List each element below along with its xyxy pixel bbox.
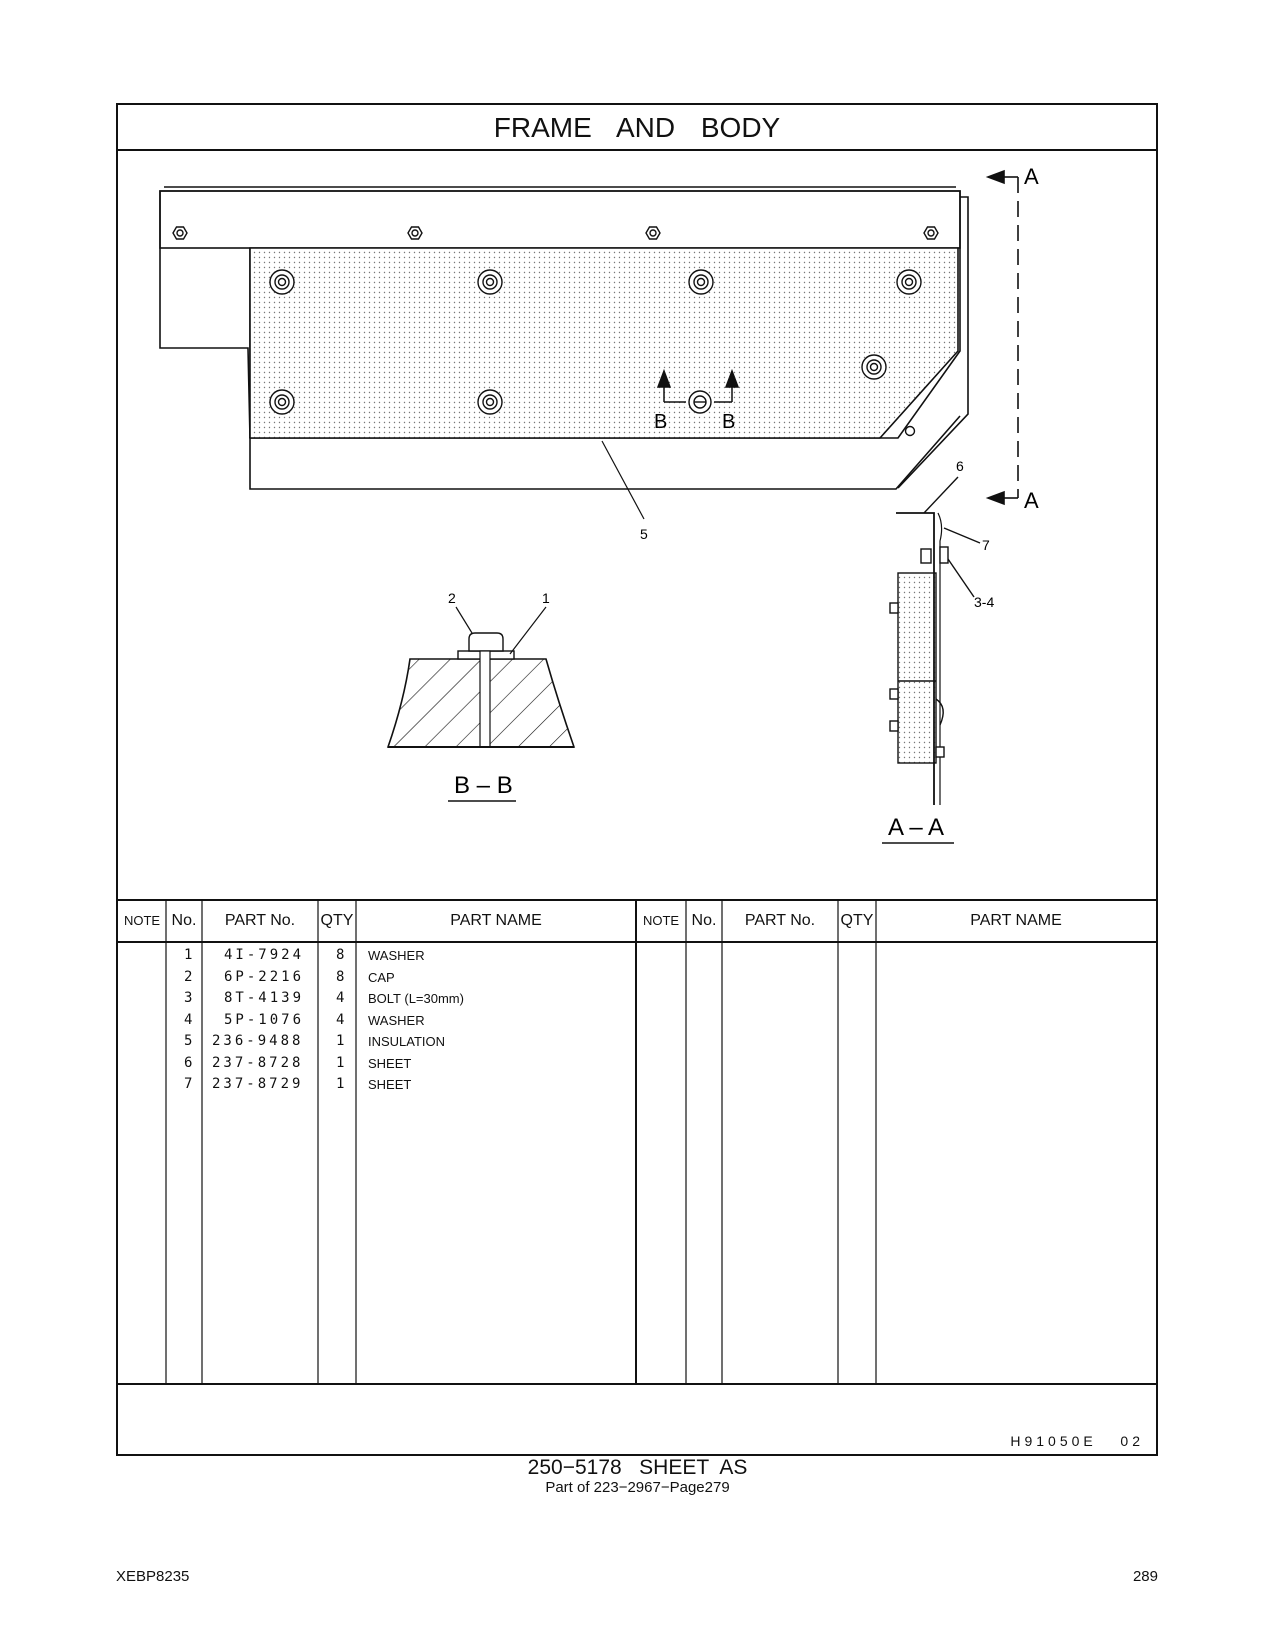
row-no: 4 <box>184 1011 196 1028</box>
row-qty: 8 <box>336 947 348 963</box>
row-no: 6 <box>184 1054 196 1071</box>
callout-6: 6 <box>956 458 964 474</box>
table-row: 4 5P-1076 4 WASHER <box>118 1010 1156 1032</box>
callout-2: 2 <box>448 590 456 606</box>
callout-5: 5 <box>640 526 648 542</box>
row-qty: 1 <box>336 1076 348 1092</box>
header-part-no-right: PART No. <box>744 912 816 929</box>
section-b-label-right: B <box>722 411 735 433</box>
row-no: 5 <box>184 1033 196 1049</box>
table-row: 5 236-9488 1 INSULATION <box>118 1031 1156 1053</box>
row-part-no: 236-9488 <box>212 1033 304 1049</box>
section-bb-view <box>386 606 576 748</box>
insulation-panel <box>249 247 959 439</box>
row-qty: 1 <box>336 1054 348 1071</box>
row-part-no: 5P-1076 <box>224 1011 305 1028</box>
assembly-caption: 250−5178 SHEET AS <box>527 1456 748 1479</box>
page-title: FRAME AND BODY <box>118 105 1156 151</box>
table-bottom-border <box>118 1383 1156 1385</box>
row-part-name: BOLT (L=30mm) <box>368 991 464 1006</box>
header-part-name-right: PART NAME <box>970 912 1062 929</box>
leader-5 <box>601 440 645 520</box>
parts-illustration: B B 5 A A <box>159 164 1039 844</box>
row-no: 2 <box>184 968 196 985</box>
header-part-name-left: PART NAME <box>450 912 542 929</box>
row-part-no: 6P-2216 <box>224 968 305 985</box>
section-b-markers <box>656 368 740 403</box>
page-frame: FRAME AND BODY <box>116 103 1158 1456</box>
section-b-label-left: B <box>654 411 667 433</box>
page-number: 289 <box>1132 1568 1158 1585</box>
header-no-left: No. <box>171 912 197 929</box>
top-nuts <box>172 226 939 240</box>
callout-3-4: 3-4 <box>974 594 994 610</box>
row-part-name: INSULATION <box>368 1034 446 1049</box>
header-qty-right: QTY <box>840 912 874 929</box>
section-a-label-top: A <box>1024 164 1039 189</box>
row-part-no: 237-8728 <box>212 1054 304 1071</box>
header-note-left: NOTE <box>123 913 161 928</box>
section-aa-view <box>889 476 981 805</box>
row-part-name: SHEET <box>368 1055 412 1071</box>
header-note-right: NOTE <box>642 913 680 928</box>
caps-washers <box>269 269 922 437</box>
table-row: 2 6P-2216 8 CAP <box>118 967 1156 989</box>
view-aa-label: A – A <box>888 814 944 841</box>
row-part-name: CAP <box>368 969 395 985</box>
header-qty-left: QTY <box>320 912 354 929</box>
table-row: 6 237-8728 1 SHEET <box>118 1053 1156 1075</box>
row-no: 3 <box>184 990 196 1006</box>
document-id: XEBP8235 <box>116 1568 190 1585</box>
header-part-no-left: PART No. <box>224 912 296 929</box>
section-a-label-bottom: A <box>1024 488 1039 513</box>
parts-drawing: B B 5 A A <box>118 151 1156 899</box>
row-no: 7 <box>184 1076 196 1092</box>
table-row: 3 8T-4139 4 BOLT (L=30mm) <box>118 988 1156 1010</box>
row-part-no: 8T-4139 <box>224 990 305 1006</box>
row-part-no: 237-8729 <box>212 1076 304 1092</box>
header-no-right: No. <box>691 912 717 929</box>
row-part-name: SHEET <box>368 1077 412 1092</box>
table-row: 7 237-8729 1 SHEET <box>118 1074 1156 1096</box>
row-qty: 4 <box>336 1011 348 1028</box>
callout-1: 1 <box>542 590 550 606</box>
row-no: 1 <box>184 947 196 963</box>
parts-table-header: NOTE No. PART No. QTY PART NAME NOTE No.… <box>118 899 1156 943</box>
section-a-line <box>985 169 1019 506</box>
row-qty: 8 <box>336 968 348 985</box>
row-qty: 1 <box>336 1033 348 1049</box>
view-bb-label: B – B <box>454 772 513 799</box>
row-part-name: WASHER <box>368 1012 425 1028</box>
assembly-reference: Part of 223−2967−Page279 <box>545 1479 730 1496</box>
row-qty: 4 <box>336 990 348 1006</box>
row-part-no: 4I-7924 <box>224 947 305 963</box>
callout-7: 7 <box>982 537 990 553</box>
row-part-name: WASHER <box>368 948 425 963</box>
table-row: 1 4I-7924 8 WASHER <box>118 945 1156 967</box>
drawing-code: H91050E 02 <box>1010 1433 1144 1449</box>
